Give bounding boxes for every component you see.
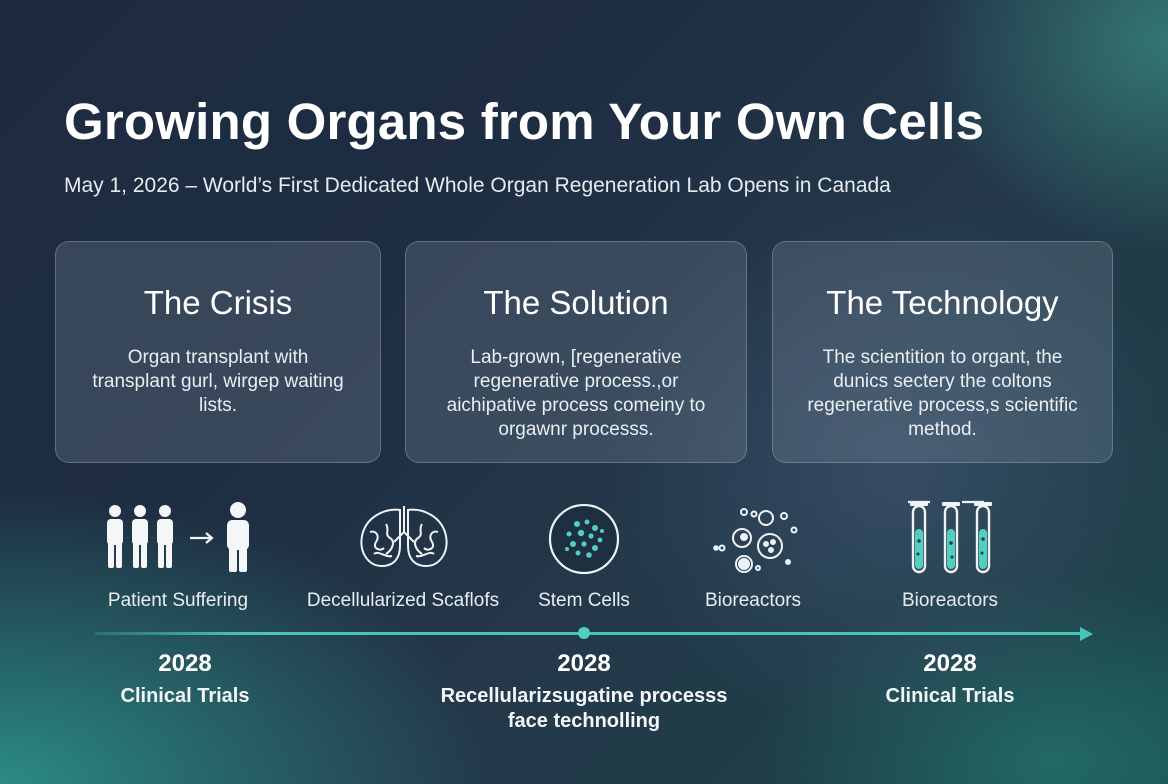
technology-card: The Technology The scientition to organt…: [772, 241, 1113, 463]
stem-cells-icon: [547, 502, 621, 576]
milestone-desc: Clinical Trials: [885, 685, 1015, 707]
milestone-year: 2028: [158, 650, 212, 677]
lungs-scaffold-icon: [356, 502, 452, 574]
page-subtitle: May 1, 2026 – World’s First Dedicated Wh…: [64, 174, 891, 197]
milestone-2: 2028 Recellularizsugatine processs face …: [441, 650, 728, 734]
card-title: The Crisis: [143, 284, 293, 321]
milestone-desc: Clinical Trials: [120, 685, 250, 707]
crisis-card: The Crisis Organ transplant with transpl…: [55, 241, 381, 463]
step-label-decellularized-scaffolds: Decellularized Scaflofs: [306, 590, 500, 611]
step-label-bioreactors: Bioreactors: [704, 590, 802, 611]
cells-cluster-icon: [708, 504, 800, 576]
milestone-desc: Recellularizsugatine processs: [440, 685, 728, 707]
milestone-1: 2028 Clinical Trials: [121, 650, 250, 709]
card-title: The Solution: [483, 284, 669, 321]
step-label-stem-cells: Stem Cells: [538, 590, 630, 611]
card-body: Lab-grown, [regenerative regenerative pr…: [446, 347, 706, 440]
patients-to-patient-icon: [104, 502, 256, 574]
step-label-patient-suffering: Patient Suffering: [107, 590, 249, 611]
card-title: The Technology: [826, 284, 1059, 321]
timeline-marker: [578, 627, 590, 639]
card-body: Organ transplant with transplant gurl, w…: [92, 347, 344, 416]
milestone-year: 2028: [557, 650, 611, 677]
arrow-right-icon: [1080, 627, 1093, 641]
milestone-3: 2028 Clinical Trials: [886, 650, 1015, 709]
timeline-line: [95, 632, 1085, 635]
page-title: Growing Organs from Your Own Cells: [64, 93, 985, 150]
step-label-bioreactors-2: Bioreactors: [901, 590, 999, 611]
solution-card: The Solution Lab-grown, [regenerative re…: [405, 241, 747, 463]
test-tubes-icon: [904, 499, 998, 577]
milestone-year: 2028: [923, 650, 977, 677]
card-body: The scientition to organt, the dunics se…: [807, 347, 1078, 440]
milestone-desc-line-2: face technolling: [507, 710, 661, 732]
